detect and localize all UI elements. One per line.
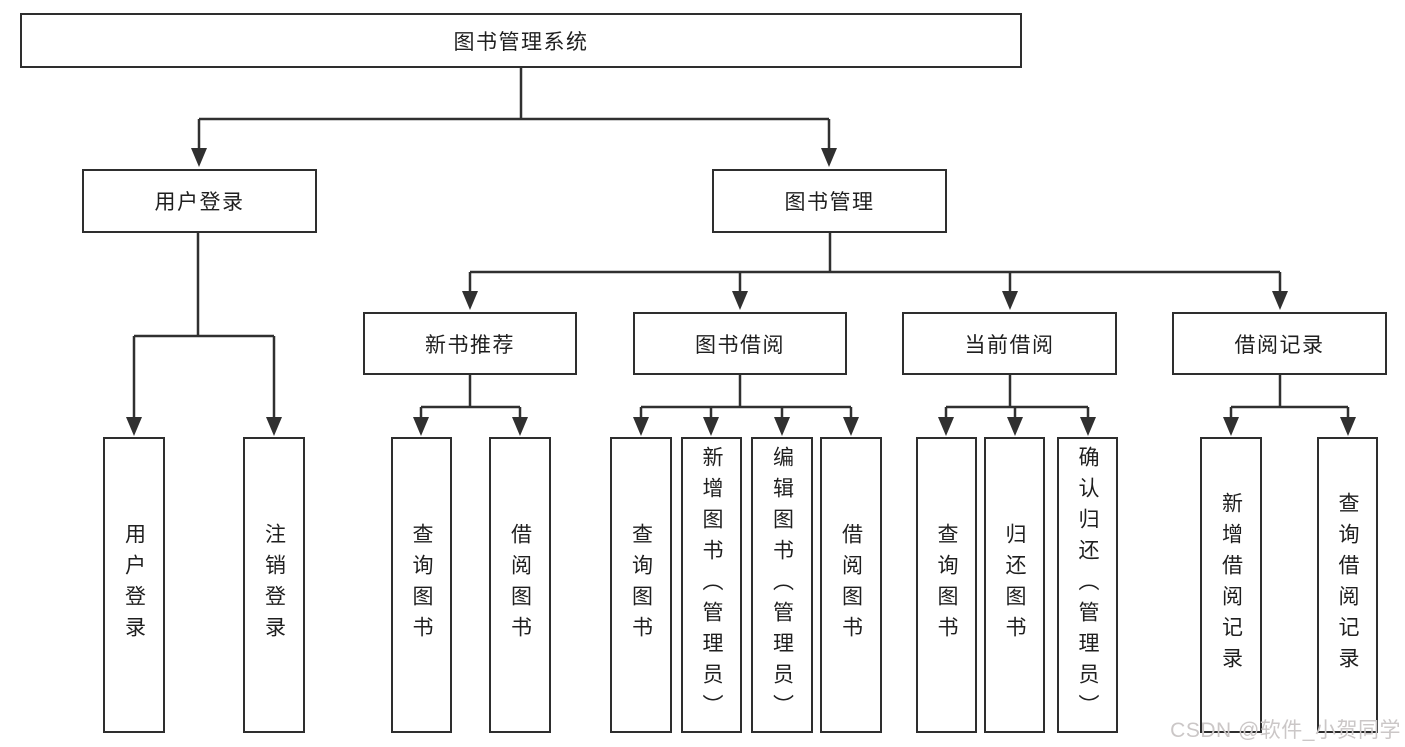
leaf-label: 注销登录 xyxy=(262,523,286,647)
node-label: 图书借阅 xyxy=(695,333,785,357)
leaf-add-books-admin: 新增图书（管理员） xyxy=(681,437,742,733)
leaf-query-books-borrow: 查询图书 xyxy=(610,437,672,733)
leaf-label: 借阅图书 xyxy=(508,523,532,647)
leaf-label: 编辑图书（管理员） xyxy=(770,445,794,725)
node-user-login: 用户登录 xyxy=(82,169,317,233)
arrowhead xyxy=(821,148,837,167)
node-label: 新书推荐 xyxy=(425,333,515,357)
arrowhead xyxy=(512,417,528,436)
arrowhead xyxy=(126,417,142,436)
node-current-borrow: 当前借阅 xyxy=(902,312,1117,375)
leaf-logout: 注销登录 xyxy=(243,437,305,733)
arrowhead xyxy=(938,417,954,436)
node-label: 图书管理系统 xyxy=(453,30,589,54)
leaf-label: 归还图书 xyxy=(1003,523,1026,647)
node-label: 借阅记录 xyxy=(1234,333,1325,357)
arrowhead xyxy=(462,291,478,310)
connector-newbook-split xyxy=(419,375,522,420)
leaf-borrow-books-recommend: 借阅图书 xyxy=(489,437,551,733)
connector-userlogin-split xyxy=(132,233,276,420)
leaf-label: 用户登录 xyxy=(122,523,146,647)
arrowhead xyxy=(1223,417,1239,436)
leaf-label: 查询图书 xyxy=(410,523,433,647)
leaf-query-books-current: 查询图书 xyxy=(916,437,977,733)
node-book-management: 图书管理 xyxy=(712,169,947,233)
arrowhead xyxy=(1007,417,1023,436)
connector-borrowrecord-split xyxy=(1229,375,1350,420)
leaf-confirm-return-admin: 确认归还（管理员） xyxy=(1057,437,1118,733)
arrowhead xyxy=(703,417,719,436)
leaf-label: 新增借阅记录 xyxy=(1219,492,1243,678)
leaf-label: 确认归还（管理员） xyxy=(1076,445,1099,725)
leaf-add-borrow-record: 新增借阅记录 xyxy=(1200,437,1262,733)
node-root-system: 图书管理系统 xyxy=(20,13,1022,68)
leaf-label: 查询图书 xyxy=(935,523,958,647)
arrowhead xyxy=(843,417,859,436)
node-borrow-record: 借阅记录 xyxy=(1172,312,1387,375)
arrowhead xyxy=(1340,417,1356,436)
leaf-user-login: 用户登录 xyxy=(103,437,165,733)
arrowhead xyxy=(413,417,429,436)
arrowhead xyxy=(732,291,748,310)
node-new-book-recommend: 新书推荐 xyxy=(363,312,577,375)
leaf-return-books: 归还图书 xyxy=(984,437,1045,733)
leaf-edit-books-admin: 编辑图书（管理员） xyxy=(751,437,813,733)
connector-root-split xyxy=(197,67,831,150)
leaf-query-books-recommend: 查询图书 xyxy=(391,437,452,733)
arrowhead xyxy=(1080,417,1096,436)
node-label: 当前借阅 xyxy=(964,333,1055,357)
csdn-watermark: CSDN @软件_小贺同学 xyxy=(1170,719,1401,742)
node-label: 用户登录 xyxy=(154,191,245,214)
leaf-label: 查询图书 xyxy=(629,523,653,647)
arrowhead xyxy=(1002,291,1018,310)
connector-bookmgmt-split xyxy=(468,233,1282,293)
arrowhead xyxy=(1272,291,1288,310)
arrowhead xyxy=(266,417,282,436)
connector-currentborrow-split xyxy=(944,375,1090,420)
arrowhead xyxy=(191,148,207,167)
arrowhead xyxy=(633,417,649,436)
leaf-label: 借阅图书 xyxy=(839,523,863,647)
node-label: 图书管理 xyxy=(784,191,875,214)
leaf-query-borrow-record: 查询借阅记录 xyxy=(1317,437,1378,733)
leaf-label: 查询借阅记录 xyxy=(1336,492,1359,678)
leaf-borrow-books: 借阅图书 xyxy=(820,437,882,733)
node-book-borrow: 图书借阅 xyxy=(633,312,847,375)
arrowhead xyxy=(774,417,790,436)
leaf-label: 新增图书（管理员） xyxy=(700,445,723,725)
connector-bookborrow-split xyxy=(639,375,853,420)
